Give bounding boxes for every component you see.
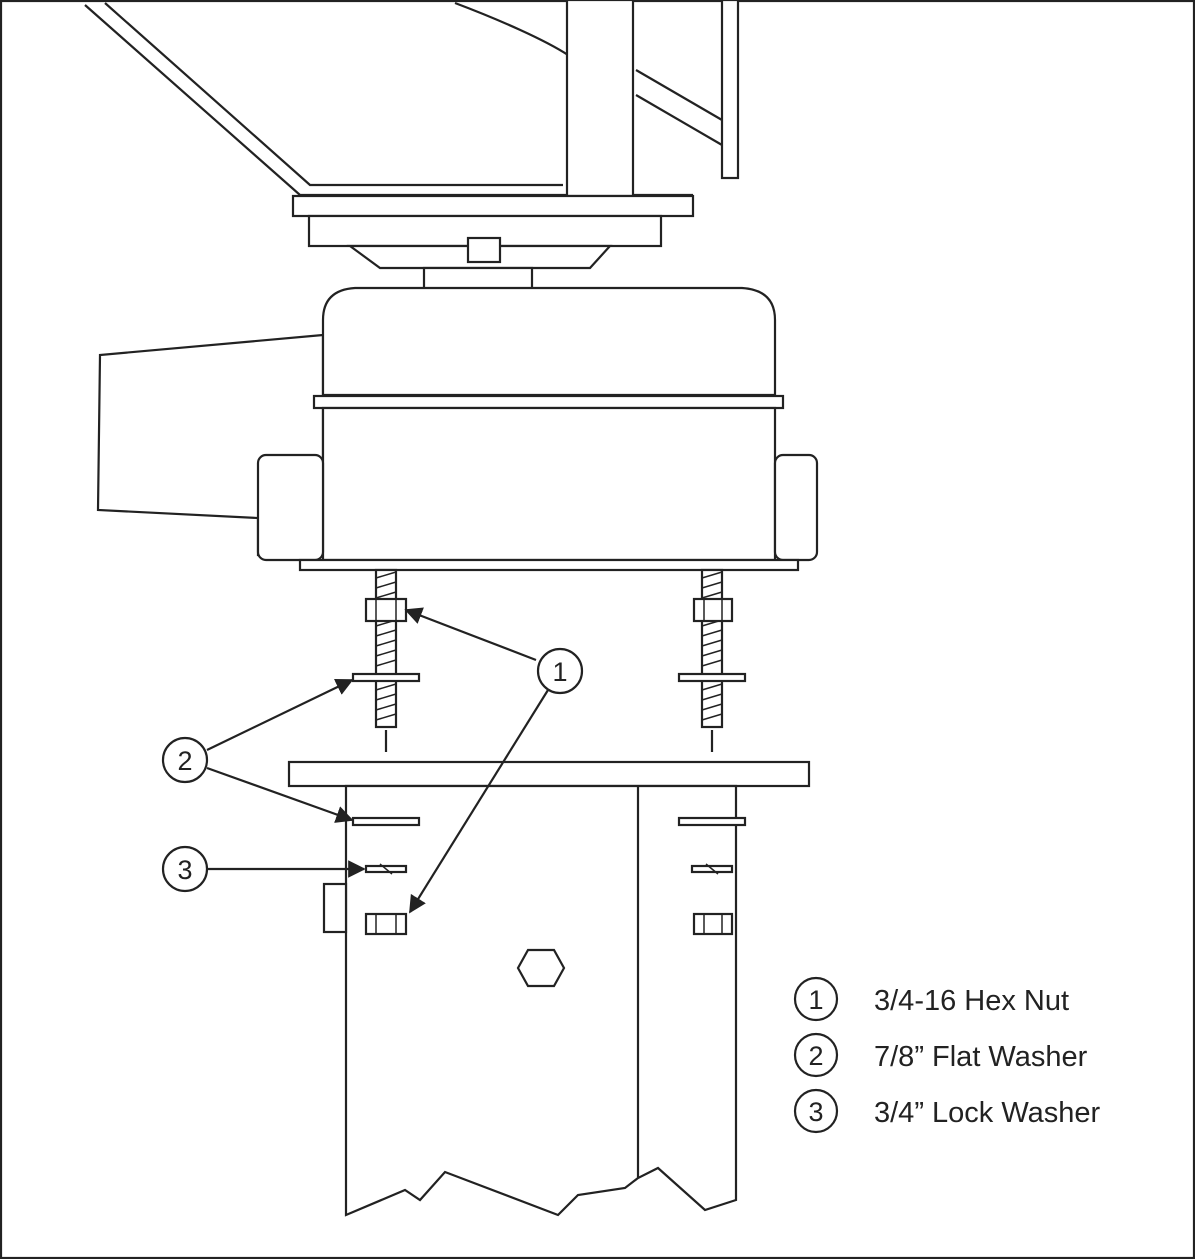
callout-3-number: 3 xyxy=(177,855,192,885)
legend-item: 1 3/4-16 Hex Nut xyxy=(793,976,1069,1022)
legend: 1 3/4-16 Hex Nut 2 7/8” Flat Washer 3 3/… xyxy=(793,976,1101,1134)
legend-item-label: 3/4-16 Hex Nut xyxy=(874,985,1069,1017)
motor-housing xyxy=(96,286,819,572)
leader-lines xyxy=(206,607,549,914)
lower-hex-nuts xyxy=(364,912,734,936)
legend-item-label: 3/4” Lock Washer xyxy=(874,1097,1101,1129)
legend-item: 2 7/8” Flat Washer xyxy=(793,1032,1088,1078)
callout-3: 3 xyxy=(161,845,209,893)
legend-item-number: 1 xyxy=(808,985,823,1015)
leader-2-upper-washer xyxy=(206,678,354,751)
leader-1-lower-nut xyxy=(409,689,549,914)
leader-2-lower-washer xyxy=(206,766,354,823)
mounting-plate xyxy=(287,760,811,788)
callout-2-number: 2 xyxy=(177,746,192,776)
leader-1-upper-nut xyxy=(404,607,537,662)
post-bolt-head xyxy=(516,948,566,988)
support-post xyxy=(322,784,738,1217)
callout-2: 2 xyxy=(161,736,209,784)
upper-hex-nuts xyxy=(364,597,734,623)
upper-boom xyxy=(84,0,740,292)
legend-item: 3 3/4” Lock Washer xyxy=(793,1088,1101,1134)
lock-washers xyxy=(364,863,734,875)
callout-1-number: 1 xyxy=(552,657,567,687)
legend-item-number: 2 xyxy=(808,1041,823,1071)
legend-item-number: 3 xyxy=(808,1097,823,1127)
callout-1: 1 xyxy=(536,647,584,695)
legend-item-label: 7/8” Flat Washer xyxy=(874,1041,1088,1073)
upper-flat-washers xyxy=(351,672,747,683)
